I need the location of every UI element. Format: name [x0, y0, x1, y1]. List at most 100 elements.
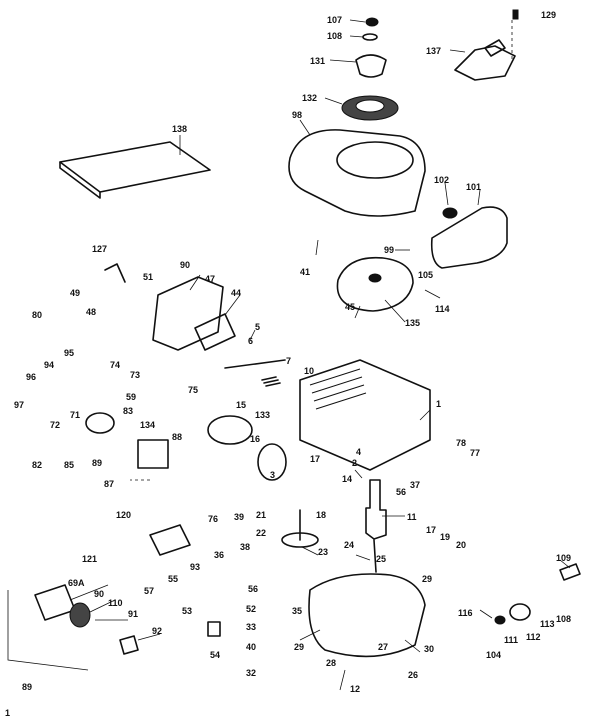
part-label: 135 — [405, 318, 420, 328]
part-label: 19 — [440, 532, 450, 542]
part-breather — [257, 443, 287, 481]
part-primer — [85, 412, 115, 434]
part-label: 132 — [302, 93, 317, 103]
part-air-filter-housing — [34, 584, 76, 621]
part-label: 127 — [92, 244, 107, 254]
part-label: 114 — [435, 304, 450, 314]
leader-lines — [69, 19, 571, 691]
part-valve-spring — [261, 376, 281, 387]
part-label: 77 — [470, 448, 480, 458]
part-label: 94 — [44, 360, 54, 370]
part-label: 95 — [64, 348, 74, 358]
part-label: 87 — [104, 479, 114, 489]
part-label: 80 — [32, 310, 42, 320]
part-label: 134 — [140, 420, 155, 430]
part-label: 101 — [466, 182, 481, 192]
part-label: 99 — [384, 245, 394, 255]
part-tube-120 — [149, 524, 191, 556]
part-label: 30 — [424, 644, 434, 654]
part-label: 56 — [396, 487, 406, 497]
part-label: 24 — [344, 540, 354, 550]
part-label: 78 — [456, 438, 466, 448]
part-intake-tube — [207, 415, 253, 445]
part-label: 45 — [345, 302, 355, 312]
part-label: 56 — [248, 584, 258, 594]
part-label: 131 — [310, 56, 325, 66]
part-label: 33 — [246, 622, 256, 632]
part-carburetor-body — [137, 439, 169, 469]
part-label: 38 — [240, 542, 250, 552]
part-label: 73 — [130, 370, 140, 380]
part-label: 40 — [246, 642, 256, 652]
part-label: 28 — [326, 658, 336, 668]
part-air-cleaner — [152, 276, 224, 351]
part-engine-block-fins — [309, 368, 367, 410]
part-label: 2 — [352, 458, 357, 468]
part-label: 32 — [246, 668, 256, 678]
part-label: 107 — [327, 15, 342, 25]
drawing-parts — [7, 9, 581, 671]
part-label: 90 — [94, 589, 104, 599]
part-valve — [224, 359, 286, 369]
part-blower-housing-opening — [336, 141, 414, 179]
part-label: 137 — [426, 46, 441, 56]
part-screw-129 — [512, 9, 519, 20]
part-label: 29 — [422, 574, 432, 584]
part-muffler-gasket — [442, 207, 458, 219]
part-label: 108 — [556, 614, 571, 624]
part-washer — [362, 33, 378, 41]
part-label: 17 — [310, 454, 320, 464]
part-label: 105 — [418, 270, 433, 280]
part-label: 54 — [210, 650, 220, 660]
part-label: 55 — [168, 574, 178, 584]
part-label: 39 — [234, 512, 244, 522]
part-label: 71 — [70, 410, 80, 420]
part-label: 1 — [5, 708, 10, 718]
part-label: 83 — [123, 406, 133, 416]
part-label: 51 — [143, 272, 153, 282]
part-label: 37 — [410, 480, 420, 490]
part-label: 27 — [378, 642, 388, 652]
part-label: 3 — [270, 470, 275, 480]
part-label: 1 — [436, 399, 441, 409]
part-label: 47 — [205, 274, 215, 284]
part-label: 104 — [486, 650, 501, 660]
part-label: 14 — [342, 474, 352, 484]
part-label: 4 — [356, 447, 361, 457]
part-label: 75 — [188, 385, 198, 395]
part-label: 29 — [294, 642, 304, 652]
part-label: 89 — [22, 682, 32, 692]
part-label: 57 — [144, 586, 154, 596]
part-label: 93 — [190, 562, 200, 572]
part-label: 23 — [318, 547, 328, 557]
part-label: 72 — [50, 420, 60, 430]
part-label: 129 — [541, 10, 556, 20]
part-choke-lever — [104, 263, 126, 283]
part-label: 11 — [407, 512, 417, 522]
part-label: 7 — [286, 356, 291, 366]
part-sump — [308, 573, 426, 658]
part-108 — [559, 563, 581, 581]
part-label: 108 — [327, 31, 342, 41]
part-label: 22 — [256, 528, 266, 538]
part-label: 44 — [231, 288, 241, 298]
part-blower-housing — [288, 129, 426, 217]
part-bracket-137-tab — [484, 39, 506, 57]
part-label: 36 — [214, 550, 224, 560]
part-label: 92 — [152, 626, 162, 636]
part-label: 59 — [126, 392, 136, 402]
part-bracket-137 — [454, 45, 516, 81]
part-label: 10 — [304, 366, 314, 376]
part-air-filter-element — [69, 602, 91, 628]
part-muffler — [430, 206, 508, 269]
part-label: 69A — [68, 578, 85, 588]
part-label: 97 — [14, 400, 24, 410]
part-label: 12 — [350, 684, 360, 694]
part-label: 98 — [292, 110, 302, 120]
part-label: 15 — [236, 400, 246, 410]
part-label: 17 — [426, 525, 436, 535]
part-flywheel — [336, 256, 414, 312]
part-label: 53 — [182, 606, 192, 616]
part-label: 20 — [456, 540, 466, 550]
